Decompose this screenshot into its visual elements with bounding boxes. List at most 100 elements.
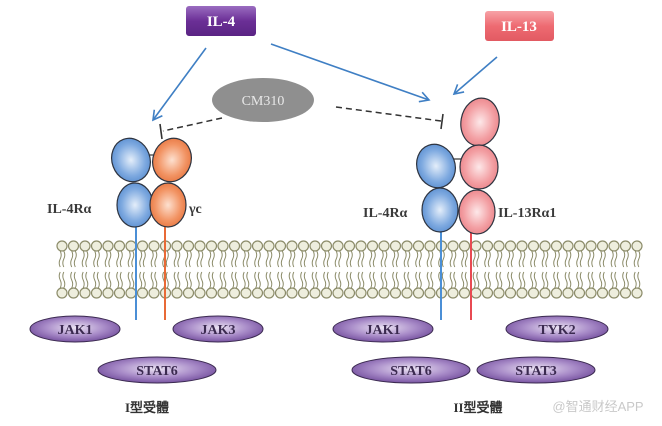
lipid-tail (231, 271, 235, 289)
il13-label: IL-13 (501, 19, 537, 35)
lipid-tail (522, 271, 526, 289)
lipid-head (90, 240, 103, 252)
lipid-tail (116, 250, 120, 268)
lipid-tail (576, 271, 580, 289)
lipid-head (504, 240, 517, 252)
lipid-tail (119, 250, 123, 268)
lipid-head (228, 287, 241, 299)
svg-text:STAT6: STAT6 (390, 364, 432, 379)
lipid-tail (165, 271, 169, 289)
lipid-tail (637, 250, 641, 268)
lipid-tail (461, 271, 465, 289)
lipid-tail (622, 250, 626, 268)
lipid-tail (472, 250, 476, 268)
type2-il13ra1-domain-1 (460, 97, 500, 147)
lipid-tail (196, 250, 200, 268)
type2-il13ra1-label: IL-13Rα1 (498, 206, 556, 221)
lipid-head (79, 240, 91, 252)
lipid-tail (93, 271, 97, 289)
il13-to-type2-arrow (452, 56, 498, 96)
lipid-head (550, 287, 563, 299)
lipid-tail (610, 250, 614, 268)
lipid-tail (326, 250, 330, 268)
lipid-head (447, 240, 459, 252)
lipid-head (470, 240, 482, 252)
type2-receptor: IL-4Rα IL-13Rα1 (363, 97, 556, 320)
lipid-tail (346, 250, 350, 268)
lipid-head (527, 240, 540, 252)
lipid-tail (568, 271, 572, 289)
lipid-tail (384, 271, 388, 289)
lipid-tail (418, 250, 422, 268)
lipid-head (355, 287, 367, 299)
lipid-tail (476, 271, 480, 289)
lipid-tail (403, 250, 407, 268)
lipid-tail (165, 250, 169, 268)
lipid-head (263, 240, 275, 252)
lipid-head (136, 240, 149, 252)
lipid-tail (464, 271, 468, 289)
lipid-tail (369, 250, 373, 268)
lipid-head (378, 240, 390, 252)
lipid-tail (441, 271, 445, 289)
lipid-tail (476, 250, 480, 268)
lipid-tail (415, 250, 419, 268)
lipid-tail (223, 271, 227, 289)
lipid-tail (579, 250, 583, 268)
type2-caption: II型受體 (453, 400, 502, 415)
lipid-tail (131, 271, 135, 289)
lipid-head (251, 287, 264, 299)
lipid-tail (449, 250, 453, 268)
il4-label: IL-4 (207, 14, 236, 30)
type1-stat6: STAT6 (97, 356, 217, 384)
lipid-tail (280, 250, 284, 268)
lipid-tail (464, 250, 468, 268)
cell-membrane (56, 240, 643, 299)
lipid-tail (579, 271, 583, 289)
lipid-tail (108, 250, 112, 268)
lipid-head (251, 240, 264, 252)
lipid-head (332, 287, 344, 299)
lipid-tail (265, 271, 269, 289)
lipid-tail (334, 271, 338, 289)
lipid-tail (453, 250, 457, 268)
lipid-tail (357, 250, 361, 268)
lipid-tail (510, 250, 514, 268)
lipid-head (148, 240, 160, 252)
watermark: @智通财经APP (552, 399, 643, 414)
lipid-head (458, 240, 471, 252)
lipid-tail (219, 271, 223, 289)
lipid-head (366, 287, 379, 299)
lipid-head (573, 240, 586, 252)
lipid-head (527, 287, 540, 299)
lipid-head (573, 287, 586, 299)
lipid-tail (407, 250, 411, 268)
lipid-tail (108, 271, 112, 289)
lipid-head (389, 287, 402, 299)
lipid-tail (154, 250, 158, 268)
lipid-tail (280, 271, 284, 289)
lipid-head (470, 287, 482, 299)
lipid-head (332, 240, 344, 252)
lipid-tail (507, 250, 511, 268)
lipid-tail (349, 250, 353, 268)
lipid-tail (556, 250, 560, 268)
lipid-tail (510, 271, 514, 289)
lipid-head (79, 287, 91, 299)
lipid-head (274, 287, 287, 299)
lipid-tail (116, 271, 120, 289)
lipid-tail (93, 250, 97, 268)
lipid-head (631, 240, 643, 252)
lipid-tail (254, 250, 258, 268)
type2-stat3: STAT3 (476, 356, 596, 384)
lipid-tail (553, 271, 557, 289)
lipid-tail (361, 271, 365, 289)
lipid-head (182, 240, 195, 252)
lipid-head (539, 287, 551, 299)
lipid-tail (104, 271, 108, 289)
lipid-tail (300, 250, 304, 268)
svg-text:JAK1: JAK1 (366, 323, 401, 338)
lipid-tail (484, 271, 488, 289)
type2-il4ra-domain-2 (421, 187, 459, 233)
lipid-tail (622, 271, 626, 289)
